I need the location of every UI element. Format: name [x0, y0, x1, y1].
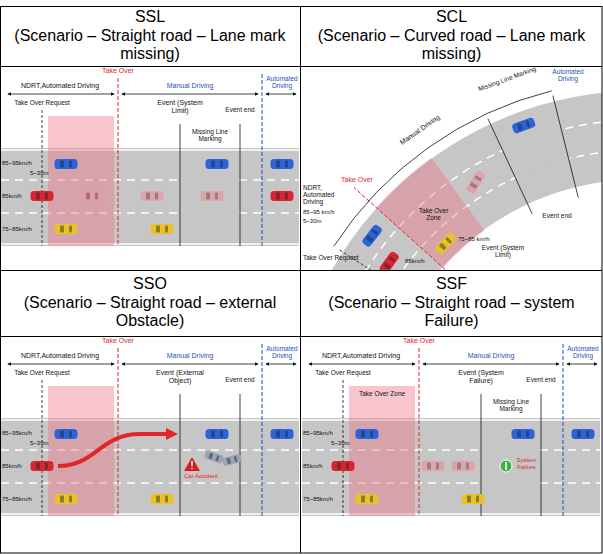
- illustration-label: 85~95km/h: [2, 430, 42, 437]
- illustration-label: Event end: [540, 212, 574, 219]
- header-cell: SSL(Scenario – Straight road – Lane mark…: [0, 6, 300, 66]
- illustration-label: Automated Driving: [550, 68, 586, 82]
- illustration-label: 5~30m: [30, 170, 60, 177]
- header-cell: SSF(Scenario – Straight road – system Fa…: [301, 270, 602, 336]
- header-cell: SSO(Scenario – Straight road – external …: [0, 270, 300, 336]
- illustration-label: Manual Driving: [122, 82, 258, 90]
- illustration-label: 85~95 km/h: [303, 209, 343, 216]
- illustration-label: 85km/h: [2, 463, 30, 470]
- illustration-label: Take Over: [88, 67, 148, 75]
- illustration-label: Event end: [212, 376, 268, 383]
- scenario-code: SSO: [133, 275, 167, 293]
- illustration-label: Automated Driving: [566, 345, 600, 359]
- illustration-label: Take Over Zone: [412, 207, 456, 221]
- illustration-label: 75~85 km/h: [458, 236, 498, 243]
- scenario-description: (Scenario – Straight road – system Failu…: [307, 294, 596, 331]
- illustration-label: Missing Line Marking: [182, 128, 238, 142]
- illustration-label: Missing Line Marking: [483, 398, 539, 412]
- illustration-label: System Failure: [513, 457, 540, 470]
- ssl-illustration: [1, 74, 299, 246]
- illustration-label: Take Over Zone: [351, 390, 413, 397]
- illustration-label: Manual Driving: [392, 109, 447, 151]
- illustration-label: Take Over Request: [313, 369, 373, 376]
- illustration-label: Take Over Request: [12, 369, 72, 376]
- illustration-label: Take Over: [88, 337, 148, 345]
- illustration-label: Event (System Failure): [451, 369, 511, 384]
- illustration-label: Take Over Request: [12, 99, 72, 106]
- illustration-label: Car Accident: [176, 473, 226, 480]
- header-cell: SCL(Scenario – Curved road – Lane mark m…: [301, 6, 602, 66]
- illustration-label: Take Over Request: [303, 254, 365, 261]
- illustration-label: Manual Driving: [423, 352, 559, 360]
- sso-illustration: [1, 344, 299, 516]
- illustration-label: 85km/h: [405, 258, 435, 265]
- illustration-label: 85~95km/h: [2, 160, 42, 167]
- illustration-label: 75~85km/h: [303, 496, 343, 503]
- illustration-label: 5~30m: [331, 440, 361, 447]
- illustration-label: 85~95km/h: [303, 430, 343, 437]
- illustration-label: 75~85km/h: [2, 226, 42, 233]
- illustration-label: NDRT,Automated Driving: [6, 82, 114, 90]
- illustration-label: Take Over: [340, 176, 374, 184]
- illustration-label: 5~30m: [303, 218, 333, 225]
- illustration-label: Automated Driving: [265, 75, 299, 89]
- illustration-label: Missing Line Marking: [475, 64, 538, 93]
- illustration-label: 5~30m: [30, 440, 60, 447]
- scl-illustration: [301, 90, 602, 270]
- scenario-description: (Scenario – Curved road – Lane mark miss…: [307, 27, 596, 64]
- illustration-label: Event (System Limit): [478, 244, 528, 258]
- illustration-label: Event (System Limit): [150, 99, 210, 114]
- scenario-code: SSL: [135, 8, 165, 26]
- illustration-label: Event end: [212, 106, 268, 113]
- illustration-label: NDRT,Automated Driving: [6, 352, 114, 360]
- table-grid: [1, 7, 603, 554]
- illustration-label: Take Over: [389, 337, 449, 345]
- scenario-code: SSF: [436, 275, 467, 293]
- illustration-label: 85km/h: [303, 463, 331, 470]
- illustration-label: Event end: [513, 376, 569, 383]
- scenario-description: (Scenario – Straight road – Lane mark mi…: [6, 27, 294, 64]
- scenario-code: SCL: [436, 8, 467, 26]
- illustration-label: NDRT,Automated Driving: [307, 352, 415, 360]
- illustration-label: 85km/h: [2, 193, 30, 200]
- scenario-description: (Scenario – Straight road – external Obs…: [6, 294, 294, 331]
- illustration-label: Event (External Object): [150, 369, 210, 384]
- illustration-label: Automated Driving: [265, 345, 299, 359]
- illustration-label: 75~85km/h: [2, 496, 42, 503]
- illustration-label: NDRT, Automated Driving: [303, 184, 349, 205]
- illustration-label: Manual Driving: [122, 352, 258, 360]
- ssf-illustration: [302, 344, 600, 516]
